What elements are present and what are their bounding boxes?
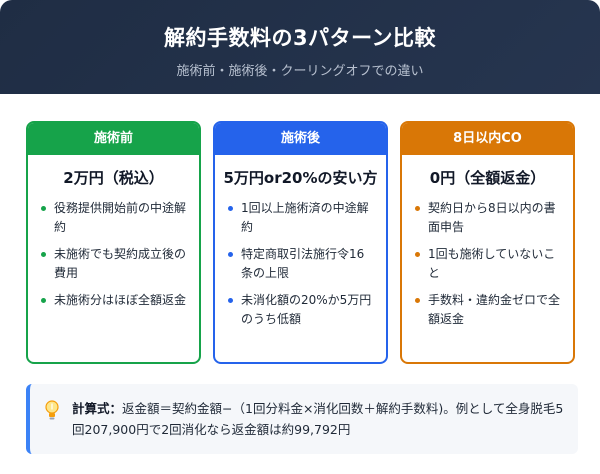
- list-item: 手数料・違約金ゼロで全額返金: [414, 291, 563, 329]
- formula-text-block: 計算式：返金額＝契約金額−（1回分料金×消化回数＋解約手数料)。例として全身脱毛…: [72, 398, 568, 440]
- list-item: 1回も施術していないこと: [414, 245, 563, 283]
- card-header: 施術前: [28, 123, 199, 155]
- card-list: 役務提供開始前の中途解約 未施術でも契約成立後の費用 未施術分はほぼ全額返金: [28, 189, 199, 310]
- formula-label: 計算式：: [72, 401, 123, 416]
- card-after-treatment: 施術後 5万円or20%の安い方 1回以上施術済の中途解約 特定商取引法施行令1…: [213, 121, 388, 364]
- list-item: 未施術分はほぼ全額返金: [40, 291, 189, 310]
- list-item: 未施術でも契約成立後の費用: [40, 245, 189, 283]
- list-item: 契約日から8日以内の書面申告: [414, 199, 563, 237]
- list-item: 1回以上施術済の中途解約: [227, 199, 376, 237]
- formula-note: 計算式：返金額＝契約金額−（1回分料金×消化回数＋解約手数料)。例として全身脱毛…: [26, 384, 578, 454]
- card-list: 1回以上施術済の中途解約 特定商取引法施行令16条の上限 未消化額の20%か5万…: [215, 189, 386, 329]
- comparison-cards: 施術前 2万円（税込） 役務提供開始前の中途解約 未施術でも契約成立後の費用 未…: [26, 121, 575, 364]
- card-list: 契約日から8日以内の書面申告 1回も施術していないこと 手数料・違約金ゼロで全額…: [402, 189, 573, 329]
- card-before-treatment: 施術前 2万円（税込） 役務提供開始前の中途解約 未施術でも契約成立後の費用 未…: [26, 121, 201, 364]
- card-price: 5万円or20%の安い方: [223, 169, 378, 187]
- page-title: 解約手数料の3パターン比較: [163, 26, 437, 50]
- card-price: 0円（全額返金）: [429, 169, 546, 187]
- lightbulb-icon: [45, 400, 59, 420]
- card-price: 2万円（税込）: [63, 169, 164, 187]
- card-header: 施術後: [215, 123, 386, 155]
- list-item: 特定商取引法施行令16条の上限: [227, 245, 376, 283]
- list-item: 役務提供開始前の中途解約: [40, 199, 189, 237]
- page-subtitle: 施術前・施術後・クーリングオフでの違い: [176, 64, 424, 79]
- card-cooling-off: 8日以内CO 0円（全額返金） 契約日から8日以内の書面申告 1回も施術していな…: [400, 121, 575, 364]
- list-item: 未消化額の20%か5万円のうち低額: [227, 291, 376, 329]
- header: 解約手数料の3パターン比較 施術前・施術後・クーリングオフでの違い: [0, 0, 600, 94]
- formula-text: 返金額＝契約金額−（1回分料金×消化回数＋解約手数料)。例として全身脱毛5回20…: [72, 401, 564, 437]
- card-header: 8日以内CO: [402, 123, 573, 155]
